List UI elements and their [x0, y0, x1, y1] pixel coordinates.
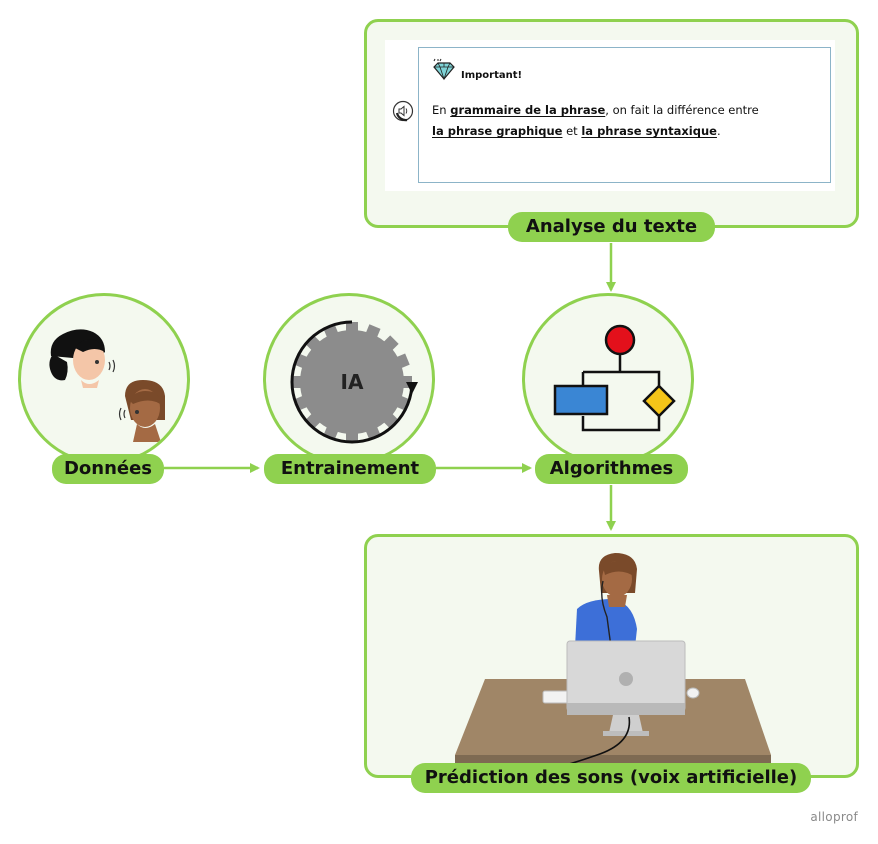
important-card: Important! En grammaire de la phrase, on…: [385, 40, 835, 191]
diamond-icon: [433, 58, 455, 81]
important-text: En grammaire de la phrase, on fait la di…: [432, 100, 822, 142]
link-phrase-graphique[interactable]: la phrase graphique: [432, 124, 563, 138]
speaker-icon: [392, 100, 414, 122]
gear-label: IA: [341, 370, 364, 394]
important-title: Important!: [461, 70, 523, 81]
label-algorithmes: Algorithmes: [535, 454, 688, 484]
text-part: et: [562, 124, 582, 138]
text-part: En: [432, 103, 451, 117]
flowchart-icon: [553, 324, 676, 432]
label-donnees: Données: [52, 454, 164, 484]
alloprof-logo: alloprof: [810, 810, 858, 824]
label-analyse-du-texte: Analyse du texte: [508, 212, 715, 242]
donnees-circle: [18, 293, 190, 465]
important-box: Important! En grammaire de la phrase, on…: [418, 47, 831, 183]
label-prediction-des-sons: Prédiction des sons (voix artificielle): [411, 763, 811, 793]
link-phrase-syntaxique[interactable]: la phrase syntaxique: [581, 124, 717, 138]
gear-icon: IA: [290, 320, 418, 444]
person-at-computer-illustration: [455, 553, 771, 775]
text-part: , on fait la différence entre: [605, 103, 759, 117]
link-grammaire-de-la-phrase[interactable]: grammaire de la phrase: [450, 103, 606, 117]
label-entrainement: Entrainement: [264, 454, 436, 484]
text-part: .: [716, 124, 721, 138]
prediction-panel: [364, 534, 859, 778]
algorithmes-circle: [522, 293, 694, 465]
people-talking-illustration: [49, 329, 165, 442]
entrainement-circle: IA: [263, 293, 435, 465]
